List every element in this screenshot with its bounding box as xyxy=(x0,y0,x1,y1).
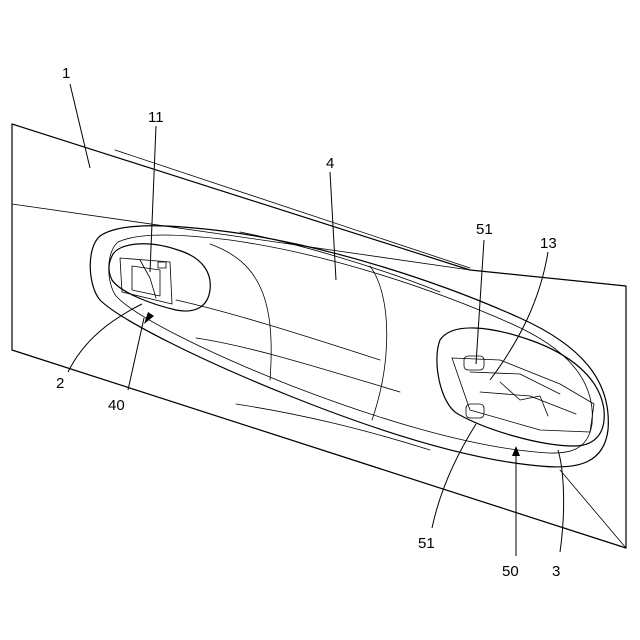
label-right-component-3: 3 xyxy=(552,563,560,580)
label-panel-1: 1 xyxy=(62,65,70,82)
label-sensor-51-bottom: 51 xyxy=(418,535,435,552)
label-handle-body-4: 4 xyxy=(326,155,334,172)
label-left-component-2: 2 xyxy=(56,375,64,392)
label-pocket-end-11: 11 xyxy=(148,109,164,126)
arrow-heads xyxy=(144,312,520,456)
panel xyxy=(12,124,626,548)
label-arrow-50: 50 xyxy=(502,563,519,580)
right-end-component xyxy=(437,328,604,446)
leader-lines xyxy=(68,84,564,556)
label-sensor-51-top: 51 xyxy=(476,221,493,238)
left-end-component xyxy=(109,244,210,311)
label-pocket-end-13: 13 xyxy=(540,235,557,252)
label-arrow-40: 40 xyxy=(108,397,125,414)
